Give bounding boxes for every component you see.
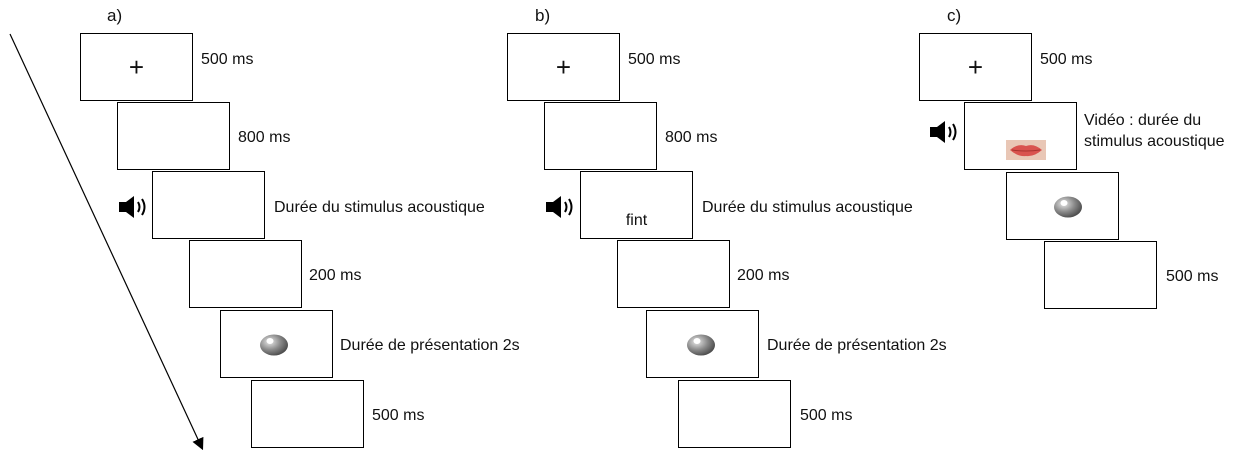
fixation-cross: +: [967, 52, 984, 82]
step-duration: Durée du stimulus acoustique: [702, 199, 913, 216]
frame-ball: [1006, 172, 1119, 240]
step-duration: 500 ms: [372, 407, 425, 424]
panel-c-label: c): [947, 6, 962, 25]
frame-fixation: +: [919, 33, 1032, 101]
frame-ball: [220, 310, 333, 378]
step-duration: 500 ms: [201, 51, 254, 68]
frame-blank: [117, 102, 230, 170]
panel-a-label: a): [107, 6, 123, 25]
panel-b-label: b): [535, 6, 551, 25]
frame-blank: [544, 102, 657, 170]
frame-video: [964, 102, 1077, 170]
frame-blank: [189, 240, 302, 308]
step-duration: 200 ms: [737, 267, 790, 284]
ball-icon: [1054, 196, 1082, 218]
frame-fixation: +: [507, 33, 620, 101]
ball-icon: [260, 334, 288, 356]
step-duration: 500 ms: [628, 51, 681, 68]
frame-blank: [1044, 241, 1157, 309]
speaker-icon: [119, 196, 146, 218]
frame-blank: [251, 380, 364, 448]
step-duration: Vidéo : durée du stimulus acoustique: [1084, 112, 1225, 150]
step-duration: Durée de présentation 2s: [340, 337, 520, 354]
fixation-cross: +: [555, 52, 572, 82]
step-duration: Durée de présentation 2s: [767, 337, 947, 354]
frame-blank: [678, 380, 791, 448]
fixation-cross: +: [128, 52, 145, 82]
lips-icon: [1006, 140, 1046, 160]
frame-audio: [152, 171, 265, 239]
speaker-icon: [546, 196, 573, 218]
step-duration: 800 ms: [665, 129, 718, 146]
frame-audio: fint: [580, 171, 693, 239]
step-duration: 200 ms: [309, 267, 362, 284]
stimulus-word: fint: [625, 212, 648, 229]
step-duration: 500 ms: [1040, 51, 1093, 68]
step-duration: 800 ms: [238, 129, 291, 146]
step-duration: 500 ms: [1166, 268, 1219, 285]
step-duration: 500 ms: [800, 407, 853, 424]
frame-blank: [617, 240, 730, 308]
speaker-icon: [930, 121, 957, 143]
step-duration: Durée du stimulus acoustique: [274, 199, 485, 216]
frame-ball: [646, 310, 759, 378]
ball-icon: [687, 334, 715, 356]
frame-fixation: +: [80, 33, 193, 101]
